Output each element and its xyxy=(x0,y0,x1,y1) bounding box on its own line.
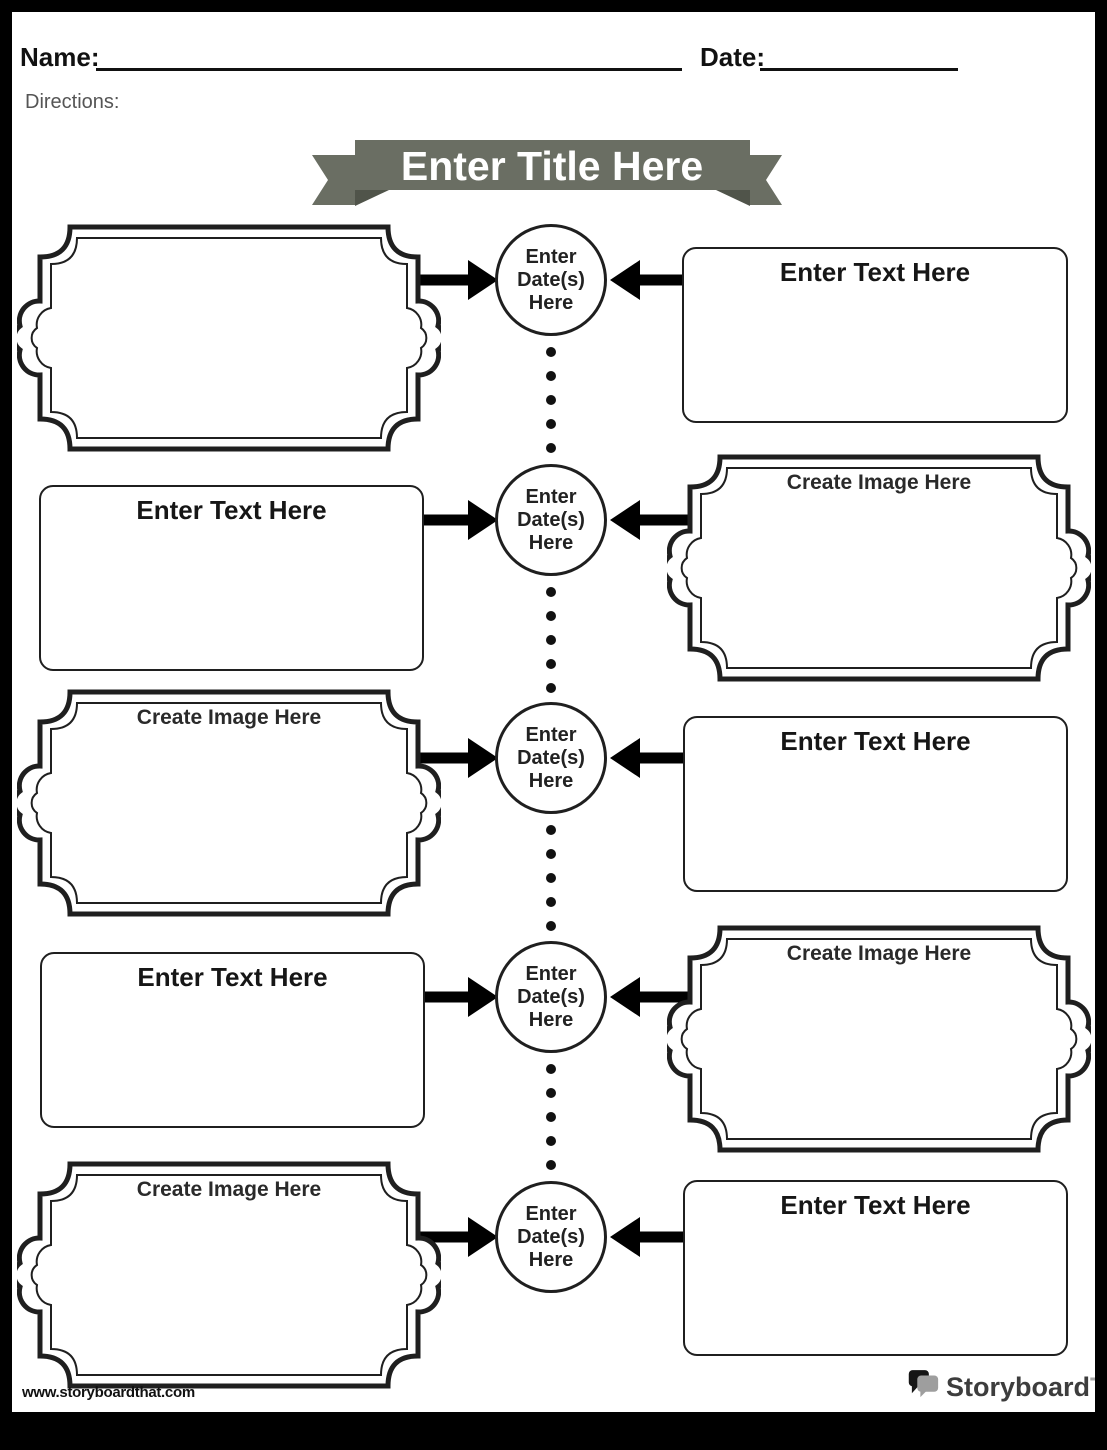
image-frame[interactable] xyxy=(17,223,441,453)
text-box-label: Enter Text Here xyxy=(137,962,328,992)
ribbon-left-tail xyxy=(312,155,355,205)
logo-text-that: That xyxy=(1090,1372,1095,1402)
date-circle-line: Enter xyxy=(525,723,577,746)
image-frame-label: Create Image Here xyxy=(786,942,972,965)
image-frame-label: Create Image Here xyxy=(786,471,972,494)
title-text[interactable]: Enter Title Here xyxy=(401,143,703,189)
text-box-label: Enter Text Here xyxy=(779,257,971,287)
date-blank-line[interactable] xyxy=(760,68,958,71)
date-circle[interactable]: Enter Date(s) Here xyxy=(495,1181,607,1293)
image-frame-label: Create Image Here xyxy=(136,1178,322,1201)
worksheet-page: Name: Date: Directions: Enter Title Here… xyxy=(12,12,1095,1412)
date-circle-line: Here xyxy=(528,291,574,314)
ribbon-left-fold xyxy=(355,190,389,206)
date-circle-line: Enter xyxy=(525,245,577,268)
arrow-left-icon xyxy=(610,260,690,300)
date-circle-line: Here xyxy=(528,1248,574,1271)
date-circle-line: Date(s) xyxy=(517,1225,585,1248)
text-box-label: Enter Text Here xyxy=(780,1190,971,1220)
ribbon-right-tail xyxy=(750,155,782,205)
arrow-left-icon xyxy=(610,1217,690,1257)
date-circle-line: Date(s) xyxy=(517,268,585,291)
directions-label: Directions: xyxy=(25,91,120,113)
date-circle[interactable]: Enter Date(s) Here xyxy=(495,224,607,336)
date-label: Date: xyxy=(700,42,766,72)
image-frame-label: Create Image Here xyxy=(136,706,322,729)
date-circle[interactable]: Enter Date(s) Here xyxy=(495,702,607,814)
logo-text-storyboard: Storyboard xyxy=(946,1372,1091,1402)
date-circle[interactable]: Enter Date(s) Here xyxy=(495,464,607,576)
storyboardthat-logo-text: StoryboardThat xyxy=(946,1372,1095,1403)
arrow-left-icon xyxy=(610,738,690,778)
date-circle-line: Enter xyxy=(525,1202,577,1225)
text-box[interactable]: Enter Text Here xyxy=(682,247,1068,423)
date-circle-line: Here xyxy=(528,531,574,554)
storyboardthat-logo-icon xyxy=(908,1370,939,1398)
date-circle-line: Here xyxy=(528,1008,574,1031)
arrow-right-icon xyxy=(418,977,498,1017)
date-circle-line: Date(s) xyxy=(517,985,585,1008)
text-box[interactable]: Enter Text Here xyxy=(683,1180,1068,1356)
date-circle-line: Enter xyxy=(525,485,577,508)
arrow-right-icon xyxy=(418,500,498,540)
date-circle-line: Enter xyxy=(525,962,577,985)
text-box-label: Enter Text Here xyxy=(136,495,327,525)
name-blank-line[interactable] xyxy=(96,68,682,71)
date-circle-line: Date(s) xyxy=(517,746,585,769)
ribbon-right-fold xyxy=(716,190,750,206)
timeline-dots xyxy=(546,347,556,467)
timeline-dots xyxy=(546,587,556,707)
title-ribbon[interactable]: Enter Title Here xyxy=(307,139,787,219)
text-box-label: Enter Text Here xyxy=(780,726,971,756)
text-box[interactable]: Enter Text Here xyxy=(40,952,425,1128)
website-url: www.storyboardthat.com xyxy=(22,1384,195,1401)
name-label: Name: xyxy=(20,42,100,72)
date-circle[interactable]: Enter Date(s) Here xyxy=(495,941,607,1053)
timeline-dots xyxy=(546,1064,556,1184)
text-box[interactable]: Enter Text Here xyxy=(683,716,1068,892)
text-box[interactable]: Enter Text Here xyxy=(39,485,424,671)
date-circle-line: Date(s) xyxy=(517,508,585,531)
timeline-dots xyxy=(546,825,556,945)
date-circle-line: Here xyxy=(528,769,574,792)
ribbon-band xyxy=(355,140,750,190)
